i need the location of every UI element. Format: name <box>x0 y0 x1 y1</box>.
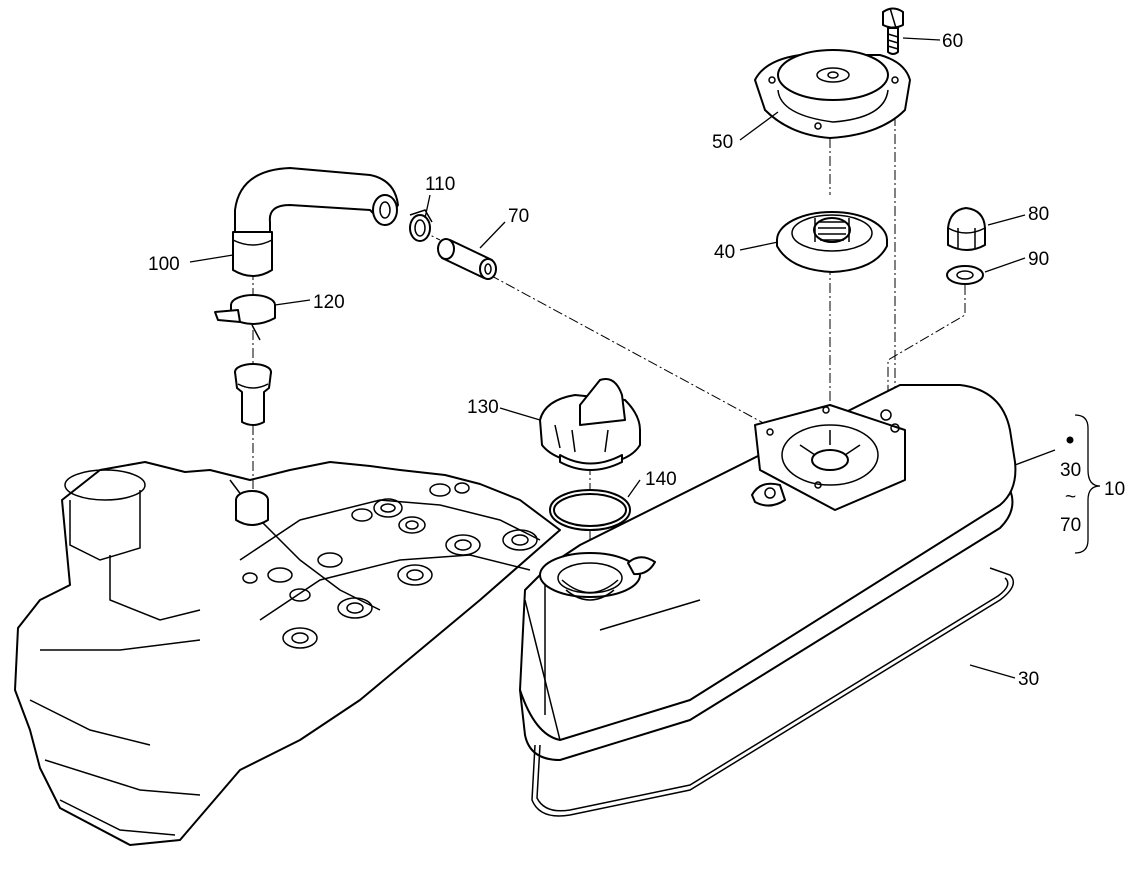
cylinder-head <box>14 461 561 846</box>
leader-lines <box>189 37 1026 679</box>
hose-clip-small <box>409 209 433 242</box>
washer <box>946 265 984 285</box>
assembly-range-tilde: ~ <box>1065 487 1076 508</box>
callout-120: 120 <box>313 292 345 313</box>
callout-30: 30 <box>1018 669 1039 690</box>
callout-60: 60 <box>942 31 963 52</box>
assembly-bracket <box>1014 414 1101 554</box>
callout-10: 10 <box>1104 479 1125 500</box>
callout-140: 140 <box>645 469 677 490</box>
callout-70: 70 <box>508 206 529 227</box>
assembly-range-to: 70 <box>1060 515 1081 536</box>
assembly-range-from: 30 <box>1060 460 1081 481</box>
cover-gasket <box>531 567 1015 817</box>
breather-hose <box>232 167 399 277</box>
callout-40: 40 <box>714 242 735 263</box>
screw <box>882 7 904 55</box>
callout-110: 110 <box>425 174 455 195</box>
diaphragm-cover <box>754 49 911 139</box>
breather-nipple <box>234 363 272 426</box>
oil-filler-cap <box>539 378 641 471</box>
connector-pipe <box>437 238 497 280</box>
callout-100: 100 <box>148 254 180 275</box>
callout-80: 80 <box>1028 204 1049 225</box>
hose-clamp <box>214 294 276 341</box>
callout-90: 90 <box>1028 249 1049 270</box>
rocker-cover <box>519 384 1017 761</box>
cap-nut <box>947 207 986 251</box>
callout-50: 50 <box>712 132 733 153</box>
o-ring <box>549 489 631 531</box>
diaphragm <box>776 211 888 273</box>
callout-130: 130 <box>467 397 499 418</box>
callout-labels: 60 50 110 70 80 40 90 100 120 130 140 30… <box>148 31 1125 690</box>
